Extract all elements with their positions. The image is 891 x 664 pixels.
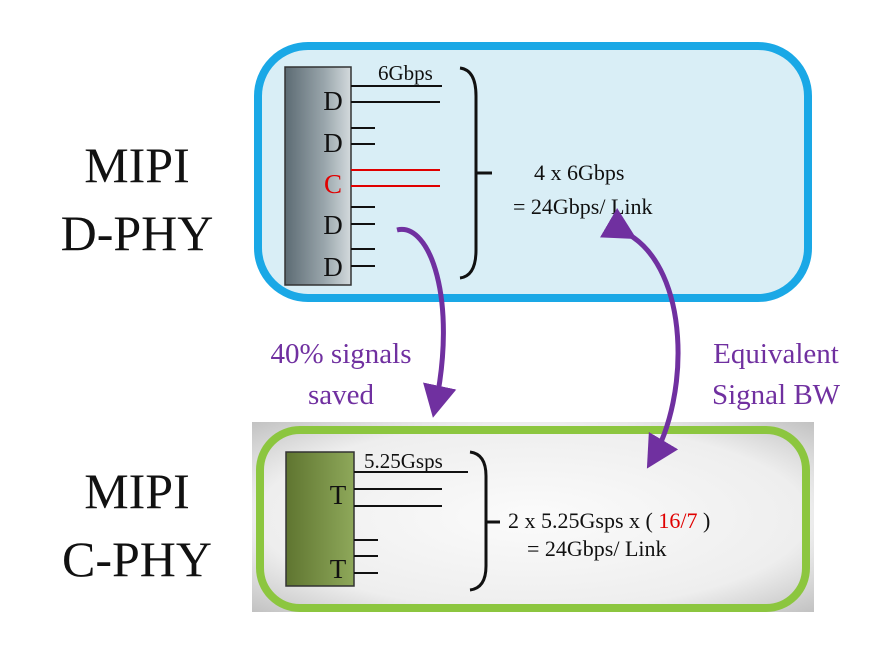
- cphy-trio-label: T: [330, 480, 347, 510]
- equivalent-bandwidth-arrow: [600, 207, 681, 469]
- dphy-lane-wires: [351, 85, 442, 267]
- signals-saved-label-line1: 40% signals: [271, 338, 412, 370]
- dphy-rate-label: 6Gbps: [378, 61, 433, 85]
- dphy-panel: D D C D D 6Gbps 4 x 6Gbps = 24Gbps/ Link: [254, 42, 812, 302]
- cphy-trio-wires: [354, 471, 468, 574]
- cphy-panel-frame: [256, 426, 810, 612]
- cphy-calc-line2: = 24Gbps/ Link: [527, 536, 667, 561]
- dphy-lane-label: D: [323, 210, 343, 240]
- dphy-lane-label: D: [323, 252, 343, 282]
- cphy-calc-ratio: 16/7: [658, 508, 697, 533]
- cphy-trio-label: T: [330, 554, 347, 584]
- cphy-calc-suffix: ): [697, 508, 710, 533]
- signals-saved-arrow: [396, 227, 457, 418]
- dphy-title-line1: MIPI: [84, 137, 190, 193]
- equivalent-bw-label-line1: Equivalent: [713, 338, 839, 370]
- dphy-clock-wires: [351, 169, 440, 187]
- cphy-title-line1: MIPI: [84, 463, 190, 519]
- dphy-lane-label: D: [323, 86, 343, 116]
- dphy-title-line2: D-PHY: [61, 205, 214, 261]
- cphy-title-line2: C-PHY: [62, 531, 212, 587]
- dphy-clock-lane-label: C: [324, 169, 342, 199]
- dphy-calc-line1: 4 x 6Gbps: [534, 160, 624, 185]
- cphy-calc-line1: 2 x 5.25Gsps x ( 16/7 ): [508, 508, 710, 533]
- equivalent-bw-label-line2: Signal BW: [712, 379, 841, 411]
- signals-saved-label-line2: saved: [308, 379, 375, 411]
- cphy-calc-prefix: 2 x 5.25Gsps x (: [508, 508, 658, 533]
- dphy-lane-block: [284, 66, 352, 286]
- dphy-lane-label: D: [323, 128, 343, 158]
- cphy-panel: T T 5.25Gsps 2 x 5.25Gsps x ( 16/7 ) = 2…: [252, 422, 814, 612]
- cphy-rate-label: 5.25Gsps: [364, 449, 443, 473]
- dphy-calc-line2: = 24Gbps/ Link: [513, 194, 653, 219]
- cphy-trio-block: [285, 451, 355, 587]
